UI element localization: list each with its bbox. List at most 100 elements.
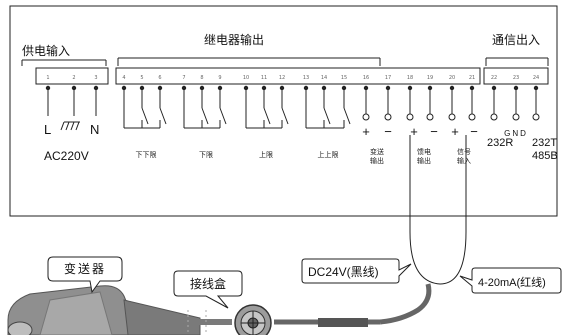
terminal-number: 12 <box>279 75 285 81</box>
terminal-block-power <box>35 67 109 85</box>
terminal-screw <box>199 85 205 91</box>
relay-contact <box>201 107 209 125</box>
transmit-out-label-2: 输出 <box>370 156 384 165</box>
terminal-screw <box>217 85 223 91</box>
comm-terminal-circle <box>490 113 498 121</box>
feed-out-label-2: 输出 <box>417 156 431 165</box>
terminal-number: 10 <box>243 75 249 81</box>
terminal-screw <box>139 85 145 91</box>
r232-label: 232R <box>487 137 513 149</box>
terminal-number: 14 <box>321 75 327 81</box>
relay-contact <box>141 107 149 125</box>
terminal-screw <box>385 85 391 91</box>
terminal-screw <box>45 85 51 91</box>
terminal-screw <box>321 85 327 91</box>
relay-contact <box>263 107 271 125</box>
transmit-out-label-1: 变送 <box>370 147 384 156</box>
signal-in-label-1: 信号 <box>457 147 471 156</box>
relay-label-low-low: 下下限 <box>136 150 157 159</box>
terminal-number: 6 <box>158 75 161 81</box>
junction-box-device <box>177 304 380 335</box>
terminal-number: 1 <box>46 75 49 81</box>
io-terminal-circle <box>362 113 370 121</box>
terminal-screw <box>243 85 249 91</box>
relay-label-low: 下限 <box>199 150 213 159</box>
terminal-number: 20 <box>449 75 455 81</box>
terminal-screw <box>279 85 285 91</box>
transmitter-device <box>7 285 201 335</box>
transmit-minus: − <box>384 124 392 139</box>
terminal-number: 11 <box>261 75 267 81</box>
relay-contact <box>159 107 167 125</box>
terminal-screw <box>407 85 413 91</box>
terminal-number: 21 <box>469 75 475 81</box>
transmit-plus: + <box>362 124 370 139</box>
comm-terminal-circle <box>512 113 520 121</box>
terminal-screw <box>427 85 433 91</box>
comm-terminal-circle <box>532 113 540 121</box>
terminal-number: 18 <box>407 75 413 81</box>
r485-label: 485B <box>532 150 558 162</box>
current-label: 4-20mA(红线) <box>478 275 546 289</box>
comm-heading: 通信出入 <box>492 33 540 47</box>
terminal-number: 15 <box>341 75 347 81</box>
terminal-screw <box>121 85 127 91</box>
current-callout: 4-20mA(红线) <box>459 267 562 294</box>
terminal-block-comm <box>483 67 549 85</box>
signal-cable-loop <box>379 135 467 325</box>
junction-box-label: 接线盒 <box>190 276 226 291</box>
terminal-number: 4 <box>122 75 125 81</box>
terminal-number: 13 <box>303 75 309 81</box>
io-terminal-circle <box>384 113 392 121</box>
terminal-number: 23 <box>513 75 519 81</box>
feed-plus: + <box>410 124 418 139</box>
terminal-screw <box>513 85 519 91</box>
terminal-screw <box>341 85 347 91</box>
terminal-screw <box>491 85 497 91</box>
terminal-screw <box>363 85 369 91</box>
terminal-number: 9 <box>218 75 221 81</box>
terminal-screw <box>71 85 77 91</box>
signal-in-label-2: 输入 <box>457 156 471 165</box>
neutral-label: N <box>90 122 99 137</box>
terminal-number: 19 <box>427 75 433 81</box>
io-terminal-circle <box>406 113 414 121</box>
relay-contact <box>219 107 227 125</box>
terminal-screw <box>181 85 187 91</box>
terminal-number: 2 <box>72 75 75 81</box>
relay-output-heading: 继电器输出 <box>204 32 264 47</box>
power-input-heading: 供电输入 <box>22 43 70 58</box>
transmitter-callout: 变送器 <box>47 256 123 294</box>
relay-contact <box>323 107 331 125</box>
io-terminal-circle <box>468 113 476 121</box>
signal-plus: + <box>451 124 459 139</box>
io-terminal-circle <box>426 113 434 121</box>
voltage-label: AC220V <box>44 149 89 163</box>
terminal-number: 24 <box>533 75 539 81</box>
feed-minus: − <box>430 124 438 139</box>
terminal-screw <box>93 85 99 91</box>
terminal-screw <box>469 85 475 91</box>
terminal-number: 5 <box>140 75 143 81</box>
terminal-screw <box>157 85 163 91</box>
relay-label-high: 上限 <box>259 150 273 159</box>
io-terminal-circle <box>448 113 456 121</box>
terminal-wiring <box>45 85 540 129</box>
terminal-number: 22 <box>491 75 497 81</box>
t232-label: 232T <box>532 137 557 149</box>
terminal-number: 8 <box>200 75 203 81</box>
relay-contact <box>343 107 351 125</box>
terminal-screw <box>449 85 455 91</box>
live-label: L <box>44 122 51 137</box>
dc24v-callout: DC24V(黑线) <box>301 258 412 284</box>
relay-contact <box>281 107 289 125</box>
earth-icon <box>60 121 80 131</box>
terminal-block-main <box>115 67 481 85</box>
dc24v-label: DC24V(黑线) <box>308 265 379 279</box>
gnd-label: GND <box>504 129 528 138</box>
junction-box-callout: 接线盒 <box>173 270 243 309</box>
terminal-screw <box>303 85 309 91</box>
terminal-number: 7 <box>182 75 185 81</box>
